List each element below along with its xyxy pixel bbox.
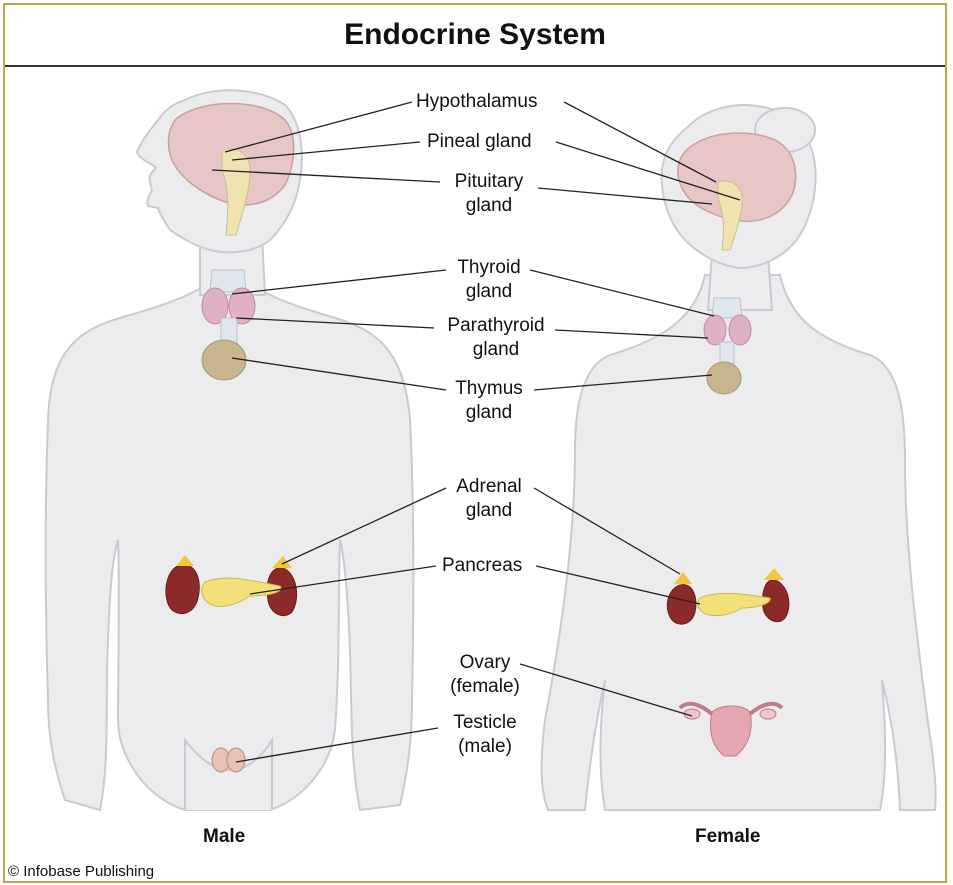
label-pancreas: Pancreas [442, 554, 522, 578]
parathyroid-label-line1: Parathyroid [436, 314, 556, 338]
female-trachea [720, 342, 734, 364]
ovary-label-line2: (female) [440, 675, 530, 699]
female-thyroid-right [729, 315, 751, 345]
testicle-label-line1: Testicle [440, 711, 530, 735]
pituitary-label-line1: Pituitary [444, 170, 534, 194]
female-thyroid-left [704, 315, 726, 345]
adrenal-label-line1: Adrenal [444, 475, 534, 499]
copyright-credit: © Infobase Publishing [8, 863, 154, 880]
thyroid-label-line2: gland [444, 280, 534, 304]
female-ovary-right [760, 709, 776, 719]
male-testicle-right [227, 748, 245, 772]
male-kidney-right [166, 565, 199, 614]
thymus-label-line1: Thymus [444, 377, 534, 401]
male-thymus [202, 340, 246, 380]
parathyroid-label-line2: gland [436, 338, 556, 362]
label-parathyroid-gland: Parathyroid gland [436, 314, 556, 362]
label-thyroid-gland: Thyroid gland [444, 256, 534, 304]
label-ovary: Ovary (female) [440, 651, 530, 699]
label-pituitary-gland: Pituitary gland [444, 170, 534, 218]
label-pineal-gland: Pineal gland [427, 130, 532, 154]
thymus-label-line2: gland [444, 401, 534, 425]
female-kidney-right [667, 585, 696, 624]
pineal-label-text: Pineal gland [427, 131, 532, 152]
female-figure-label: Female [695, 826, 760, 848]
ovary-label-line1: Ovary [440, 651, 530, 675]
female-thymus [707, 362, 741, 394]
pancreas-label-text: Pancreas [442, 555, 522, 576]
pituitary-label-line2: gland [444, 194, 534, 218]
label-adrenal-gland: Adrenal gland [444, 475, 534, 523]
thyroid-label-line1: Thyroid [444, 256, 534, 280]
adrenal-label-line2: gland [444, 499, 534, 523]
label-thymus-gland: Thymus gland [444, 377, 534, 425]
label-testicle: Testicle (male) [440, 711, 530, 759]
hypothalamus-label-text: Hypothalamus [416, 91, 537, 112]
male-figure-label: Male [203, 826, 245, 848]
testicle-label-line2: (male) [440, 735, 530, 759]
label-hypothalamus: Hypothalamus [416, 90, 537, 114]
